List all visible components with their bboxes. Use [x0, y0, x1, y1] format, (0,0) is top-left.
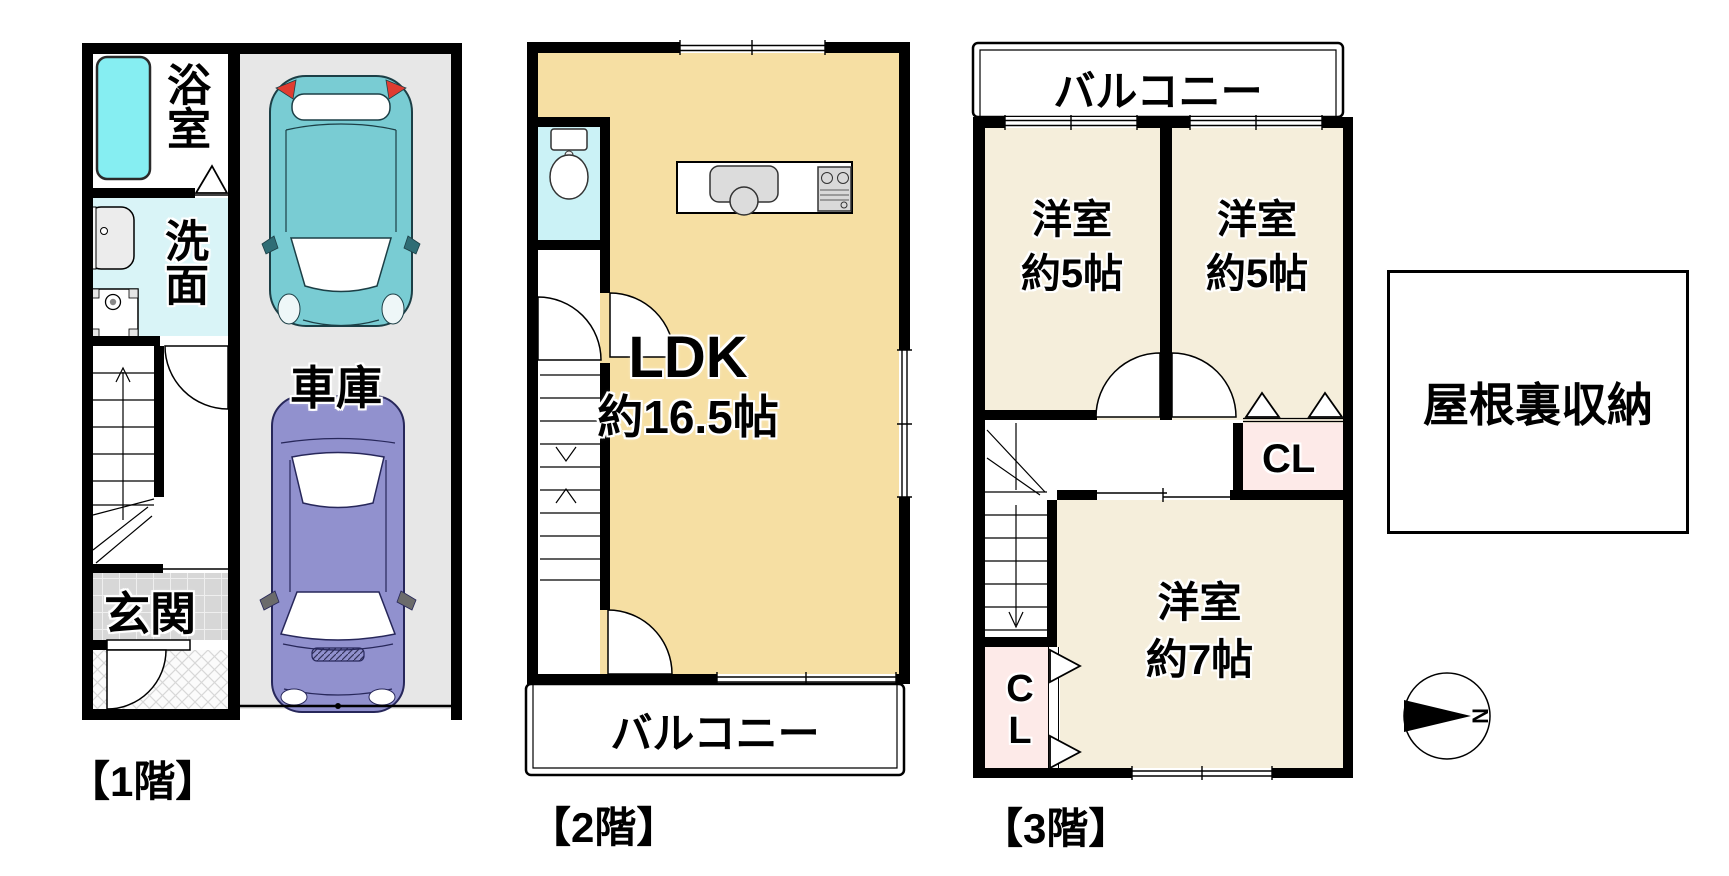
garage-label: 車庫 [290, 362, 382, 414]
attic-storage-box: 屋根裏収納 [1387, 270, 1689, 534]
bedroom-b-door [1171, 352, 1237, 418]
stairs-floor1 [92, 366, 155, 564]
floor2-walls [527, 42, 910, 684]
washroom-label: 洗面 [158, 218, 207, 306]
toilet-icon [549, 128, 589, 200]
floor3-title: 【3階】 [981, 805, 1131, 852]
attic-storage-label: 屋根裏収納 [1423, 379, 1653, 431]
closet-upper-label: CL [1262, 437, 1316, 481]
closet-lower-folding-door [1048, 647, 1082, 770]
hall-door [164, 345, 229, 410]
balcony-floor2 [524, 682, 906, 777]
bedroom-c-label: 洋室 約7帖 [1132, 574, 1267, 688]
car-purple-icon [259, 395, 417, 713]
entrance-tile-floor [93, 573, 228, 640]
floor3-walls [973, 117, 1353, 778]
floor1-plan [82, 43, 462, 720]
kitchen-counter [676, 161, 853, 216]
compass-needle [1404, 700, 1471, 732]
closet-upper-folding-door [1243, 391, 1344, 423]
bedroom-c-size: 約7帖 [1145, 636, 1254, 683]
bedroom-b-label: 洋室 約5帖 [1197, 192, 1317, 300]
bath-room-label: 浴室 [160, 62, 209, 150]
compass-icon: N [1403, 672, 1493, 760]
bedroom-a-label: 洋室 約5帖 [1012, 192, 1132, 300]
ldk-door [609, 292, 675, 358]
balcony-floor3 [971, 41, 1345, 119]
bedroom-b-title: 洋室 [1217, 198, 1297, 242]
floor2-windows [679, 40, 912, 686]
floor2-title: 【2階】 [529, 804, 679, 851]
floor1-walls [82, 43, 462, 720]
floor3-plan [971, 41, 1353, 780]
floor2-plan [524, 40, 912, 777]
bedroom-c-sliding-door [1097, 488, 1230, 502]
stairs-floor2 [540, 374, 600, 581]
toilet-door [537, 296, 602, 361]
bathtub [95, 55, 152, 181]
balcony2-label: バルコニー [610, 710, 820, 757]
balcony3-label: バルコニー [1053, 68, 1263, 115]
ldk-size: 約16.5帖 [597, 391, 779, 443]
entrance-label: 玄関 [104, 588, 196, 640]
bedroom-a-door [1095, 352, 1161, 418]
bedroom-b-size: 約5帖 [1205, 252, 1309, 296]
bath-door [194, 164, 229, 196]
closet-lower-floor [985, 647, 1048, 768]
washing-machine [89, 288, 139, 339]
bedroom-c-title: 洋室 [1157, 579, 1242, 626]
floor3-windows [1004, 115, 1323, 780]
bedroom-a-title: 洋室 [1032, 198, 1112, 242]
closet-upper-floor [1243, 423, 1343, 490]
car-teal-icon [261, 75, 421, 327]
bedroom-a-size: 約5帖 [1020, 252, 1124, 296]
ldk-title: LDK [628, 325, 748, 390]
ldk-label: LDK 約16.5帖 [568, 326, 808, 444]
kitchen-stove [817, 166, 852, 212]
floor1-title: 【1階】 [68, 758, 218, 805]
entrance-door [106, 639, 191, 710]
stairs-floor3 [985, 423, 1047, 637]
vanity-sink [87, 206, 135, 270]
compass-north-label: N [1468, 708, 1493, 724]
closet-lower-label: CL [999, 668, 1041, 752]
ldk-hall-door [607, 609, 673, 675]
